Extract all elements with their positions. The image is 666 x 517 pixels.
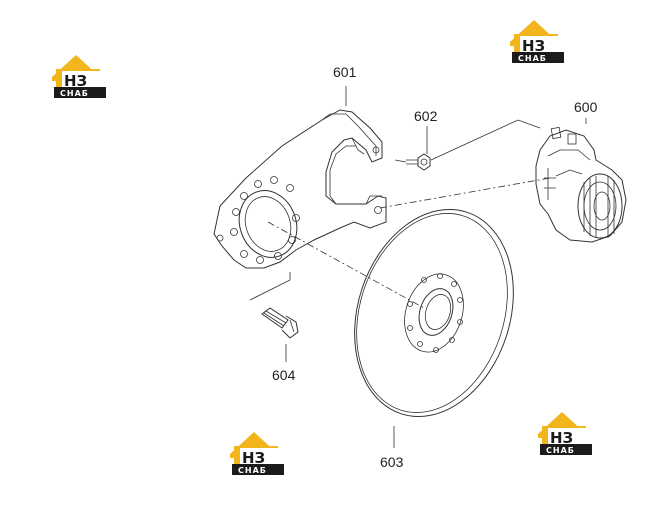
svg-text:СНАБ: СНАБ xyxy=(546,446,575,455)
svg-text:СНАБ: СНАБ xyxy=(60,89,89,98)
svg-text:НЗ: НЗ xyxy=(522,37,545,55)
svg-text:НЗ: НЗ xyxy=(550,429,573,447)
svg-text:НЗ: НЗ xyxy=(242,449,265,467)
bracket-601 xyxy=(213,109,387,269)
watermark-logo-top-left: НЗ СНАБ xyxy=(52,55,106,98)
watermark-logo-bottom-right: НЗ СНАБ xyxy=(538,412,592,455)
bolt-604 xyxy=(261,307,299,339)
leader-lines xyxy=(249,86,587,448)
disc-603 xyxy=(354,208,514,418)
label-603: 603 xyxy=(380,454,404,470)
label-601: 601 xyxy=(333,64,357,80)
svg-text:СНАБ: СНАБ xyxy=(238,466,267,475)
svg-text:НЗ: НЗ xyxy=(64,72,87,90)
caliper-600 xyxy=(535,126,627,243)
label-604: 604 xyxy=(272,367,296,383)
watermark-logo-bottom-left: НЗ СНАБ xyxy=(230,432,284,475)
watermark-logo-top-right: НЗ СНАБ xyxy=(510,20,564,63)
bolt-602 xyxy=(406,153,431,171)
svg-text:СНАБ: СНАБ xyxy=(518,54,547,63)
label-602: 602 xyxy=(414,108,438,124)
label-600: 600 xyxy=(574,99,598,115)
